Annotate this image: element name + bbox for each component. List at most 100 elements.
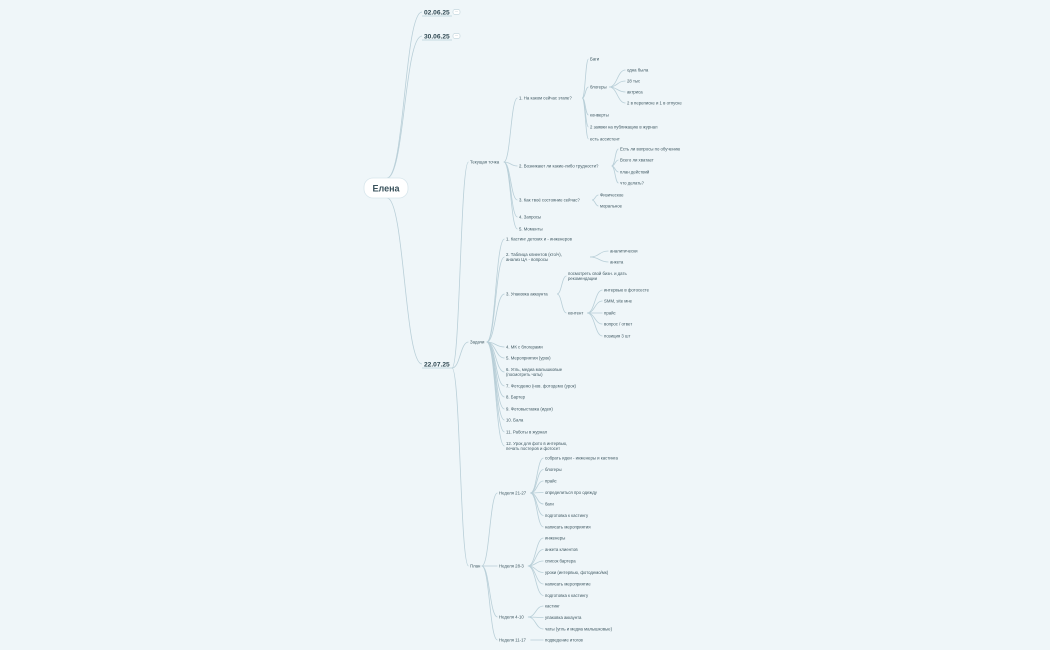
connector-line [486, 238, 505, 343]
connector-line [609, 86, 626, 104]
date-branch[interactable]: 02.06.25 [424, 9, 450, 16]
task-topic[interactable]: 5. Мероприятия (урок) [506, 356, 551, 361]
plan-item[interactable]: список бартера [545, 559, 576, 564]
answer-topic[interactable]: блогеры [590, 85, 607, 90]
root-topic-box[interactable] [363, 177, 409, 199]
plan-item[interactable]: чаты (угль и медиа малышковые) [545, 627, 613, 632]
root-topic[interactable]: Елена [372, 184, 400, 194]
task-topic[interactable]: 9. Фотовыставка (идея) [506, 407, 553, 412]
collapse-toggle[interactable] [452, 33, 461, 39]
task-detail[interactable]: вопрос / ответ [604, 322, 632, 327]
question-topic[interactable]: 3. Как твоё состояние сейчас? [519, 198, 580, 203]
connector-line [386, 197, 423, 365]
plan-item[interactable]: собрать идеи - инженеры и кастинга [545, 456, 618, 461]
task-detail[interactable]: SMM, site мне [604, 299, 633, 304]
question-topic[interactable]: 1. На каком сейчас этапе? [519, 96, 572, 101]
connector-line [481, 492, 498, 567]
detail-topic[interactable]: одна была [627, 68, 649, 73]
answer-topic[interactable]: Физическое [600, 193, 624, 198]
detail-topic[interactable]: актриса [627, 90, 643, 95]
task-topic[interactable]: 10. Бала [506, 418, 524, 423]
task-topic[interactable]: 4. МК с блогерами [506, 345, 543, 350]
connector-line [556, 293, 567, 314]
answer-topic[interactable]: есть ассистент [590, 137, 620, 142]
connector-line [581, 97, 589, 140]
collapse-indicator[interactable]: ··· [455, 9, 459, 14]
plan-item[interactable]: баги [545, 502, 554, 507]
task-topic[interactable]: 6. Угль, медиа малышковые(посмотреть чат… [506, 367, 563, 377]
task-detail[interactable]: аналитически [610, 249, 638, 254]
plan-item[interactable]: упаковка аккаунта [545, 615, 582, 620]
plan-item[interactable]: блогеры [545, 467, 562, 472]
plan-item[interactable]: подведение итогов [545, 638, 583, 643]
answer-topic[interactable]: моральное [600, 204, 623, 209]
collapse-toggle[interactable] [452, 9, 461, 15]
answer-topic[interactable]: 2 заявки на публикацию в журнал [590, 125, 658, 130]
task-topic[interactable]: 3. Упаковка аккаунта [506, 292, 548, 297]
connector-line [486, 341, 505, 410]
collapse-indicator[interactable]: ··· [455, 33, 459, 38]
task-topic[interactable]: 11. Работы в журнал [506, 430, 548, 435]
task-topic[interactable]: 2. Таблица клиентов (кто/ч),анализ ЦА - … [506, 252, 562, 262]
task-detail[interactable]: прайс [604, 311, 617, 316]
plan-item[interactable]: определиться про одежду [545, 490, 598, 495]
connector-line [587, 312, 603, 325]
connector-line [589, 256, 609, 263]
detail-topic[interactable]: 2 в переписке и 1 в отпуске [627, 101, 682, 106]
task-topic[interactable]: 1. Кастинг детских и - инженеров [506, 237, 573, 242]
branch-plan[interactable]: План [470, 564, 481, 569]
plan-item[interactable]: подготовка к кастингу [545, 513, 589, 518]
plan-item[interactable]: подготовка к кастингу [545, 593, 589, 598]
question-topic[interactable]: 5. Моменты [519, 227, 543, 232]
week-topic[interactable]: Неделя 28-3 [499, 564, 524, 569]
branch-current-point[interactable]: Текущая точка [470, 160, 500, 165]
connector-line [591, 199, 599, 207]
connector-line [530, 492, 544, 516]
week-topic[interactable]: Неделя 4-10 [499, 615, 524, 620]
date-branch[interactable]: 22.07.25 [424, 361, 450, 368]
connector-line [611, 165, 619, 184]
answer-topic[interactable]: Всего ли хватает [620, 158, 654, 163]
week-topic[interactable]: Неделя 11-17 [499, 638, 526, 643]
plan-item[interactable]: уроки (интервью, фотодемо/мк) [545, 570, 609, 575]
task-detail[interactable]: контент [568, 311, 583, 316]
mindmap-nodes: Елена 02.06.25 ··· 30.06.25 ··· 22.07.25 Текущ… [363, 9, 682, 643]
connector-line [481, 565, 498, 618]
plan-item[interactable]: кастинг [545, 604, 560, 609]
detail-topic[interactable]: 28 тыс [627, 79, 641, 84]
plan-item[interactable]: написать мероприятия [545, 525, 591, 530]
connector-line [486, 256, 505, 343]
connector-line [503, 161, 518, 167]
week-topic[interactable]: Неделя 21-27 [499, 491, 527, 496]
connector-line [587, 312, 603, 337]
connector-line [589, 250, 609, 258]
connector-line [451, 161, 469, 369]
plan-item[interactable]: прайс [545, 479, 558, 484]
task-detail[interactable]: интервью в фотосесте [604, 288, 650, 293]
answer-topic[interactable]: Баги [590, 57, 600, 62]
task-detail[interactable]: анкета [610, 260, 624, 265]
plan-item[interactable]: инженеры [545, 536, 565, 541]
answer-topic[interactable]: конверты [590, 113, 609, 118]
plan-item[interactable]: анкета клиентов [545, 547, 578, 552]
connector-line [503, 161, 518, 218]
task-detail[interactable]: позиция 3 шт [604, 334, 630, 339]
connector-line [481, 565, 498, 641]
task-topic[interactable]: 7. Фотодемо (нов. фотодемо (урок) [506, 384, 577, 389]
connector-line [527, 565, 544, 596]
branch-tasks[interactable]: Задачи [470, 340, 485, 345]
answer-topic[interactable]: план действий [620, 170, 650, 175]
answer-topic[interactable]: что делать? [620, 181, 645, 186]
task-topic[interactable]: 12. Урок для фото в интервью,печать пост… [506, 441, 567, 451]
date-branch[interactable]: 30.06.25 [424, 33, 450, 40]
connector-line [486, 293, 505, 343]
plan-item[interactable]: написать мероприятие [545, 582, 591, 587]
answer-topic[interactable]: Есть ли вопросы по обучению [620, 147, 681, 152]
task-topic[interactable]: 8. Бартер [506, 395, 526, 400]
connector-line [527, 537, 544, 567]
question-topic[interactable]: 4. Запросы [519, 215, 541, 220]
connector-line [582, 86, 589, 99]
question-topic[interactable]: 2. Возникают ли какие-либо трудности? [519, 164, 599, 169]
